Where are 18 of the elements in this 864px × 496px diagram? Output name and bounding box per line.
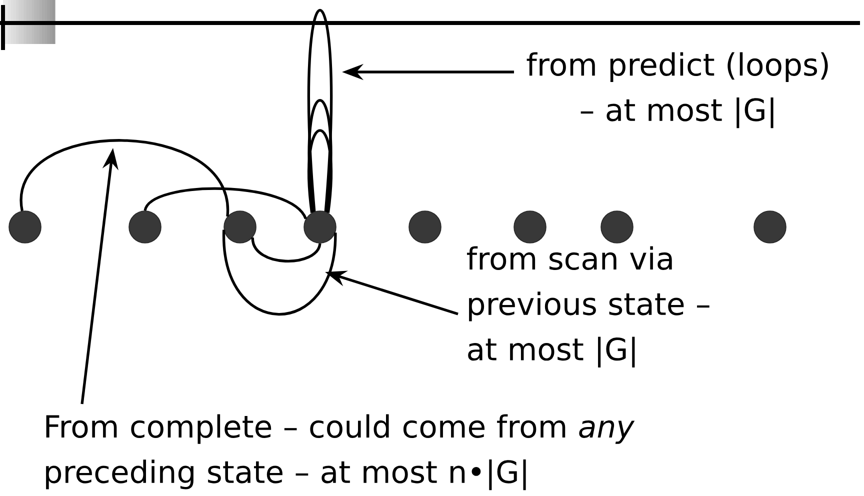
- transition-arc: [251, 237, 322, 262]
- annotation-text: from predict (loops) – at most |G|: [526, 52, 828, 128]
- state-dot: [514, 210, 546, 244]
- transition-arc: [222, 230, 337, 316]
- annotation-text: from scan via previous state – at most |G|: [466, 246, 710, 368]
- annotation-text: From complete – could come from any preceding state – at most n•|G|: [46, 414, 635, 490]
- state-dot: [8, 210, 42, 244]
- loop-arc: [307, 10, 333, 212]
- transition-arc: [20, 139, 229, 217]
- state-dot: [754, 210, 786, 244]
- loop-arc: [308, 130, 332, 213]
- transition-arc: [144, 187, 307, 220]
- state-dot: [304, 210, 336, 244]
- loop-arc: [308, 100, 332, 212]
- state-dot: [600, 210, 634, 244]
- state-dot: [128, 210, 162, 244]
- state-dot: [408, 210, 442, 244]
- state-dot: [224, 210, 256, 244]
